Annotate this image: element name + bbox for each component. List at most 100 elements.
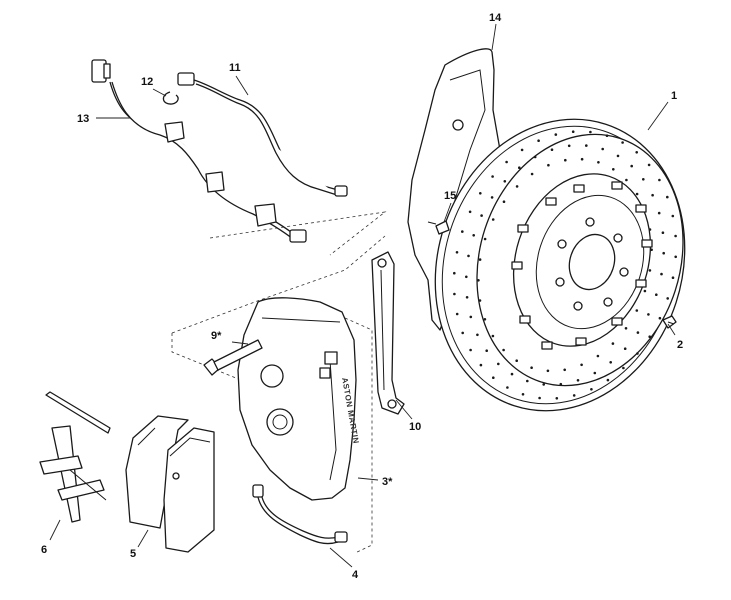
- disc-hole: [580, 157, 584, 161]
- disc-hole: [476, 333, 479, 337]
- disc-hole: [674, 234, 677, 238]
- disc-hole: [479, 192, 482, 195]
- disc-hole: [636, 352, 639, 355]
- disc-hole: [662, 251, 665, 255]
- disc-bobbins: [511, 181, 653, 350]
- disc-hole: [585, 144, 588, 147]
- disc-hat-holes: [555, 217, 629, 311]
- disc-hole: [609, 361, 612, 364]
- disc-hole: [635, 151, 638, 154]
- disc-hole: [485, 349, 489, 353]
- disc-hole: [601, 147, 604, 151]
- disc-hole: [564, 158, 567, 162]
- disc-hole: [559, 382, 563, 386]
- disc-hole: [643, 289, 647, 293]
- disc-hole: [666, 195, 669, 199]
- shield-bolt: [427, 220, 450, 235]
- link-rod: [371, 251, 405, 415]
- disc-hole: [520, 148, 524, 152]
- disc-hole: [490, 196, 494, 199]
- disc-hole: [461, 331, 465, 335]
- disc-hole: [477, 279, 480, 282]
- callout-13: 13: [77, 113, 89, 125]
- disc-hole: [492, 376, 495, 380]
- disc-hole: [453, 292, 456, 296]
- disc-hole: [465, 275, 468, 279]
- disc-hole: [502, 200, 506, 203]
- disc-hole: [518, 166, 521, 169]
- disc-hole: [479, 363, 483, 367]
- disc-hole: [648, 228, 652, 231]
- callout-2: 2: [677, 339, 683, 351]
- callout-3: 3*: [382, 476, 393, 488]
- disc-hole: [515, 185, 519, 188]
- disc-hole: [650, 248, 653, 251]
- disc-hole: [472, 234, 476, 237]
- disc-hole: [467, 254, 470, 258]
- disc-retaining-screw: [662, 315, 677, 329]
- callout-leaders: [49, 23, 676, 568]
- disc-hole: [580, 363, 583, 367]
- disc-hole: [571, 130, 575, 133]
- disc-hole: [453, 271, 456, 275]
- disc-hole: [576, 379, 580, 382]
- disc-hole: [468, 210, 472, 214]
- callout-12: 12: [141, 76, 153, 88]
- disc-hole: [555, 397, 559, 400]
- disc-hole: [635, 309, 639, 312]
- disc-hole: [478, 299, 482, 302]
- disc-hole: [515, 359, 518, 363]
- pad-retaining-spring: [39, 391, 111, 523]
- disc-hole: [596, 354, 600, 358]
- disc-hole: [491, 334, 495, 338]
- disc-hole: [465, 296, 469, 299]
- disc-hole: [554, 133, 558, 136]
- disc-hole: [526, 379, 529, 383]
- disc-hole: [657, 211, 661, 215]
- sensor-clip: [162, 91, 179, 105]
- disc-hole: [589, 130, 592, 134]
- disc-hole: [623, 347, 627, 351]
- disc-hole: [538, 396, 541, 400]
- disc-hole: [505, 160, 508, 164]
- disc-hole: [666, 297, 669, 300]
- callout-9: 9*: [211, 330, 222, 342]
- callout-10: 10: [409, 421, 421, 433]
- brake-caliper: ASTON MARTIN: [237, 297, 361, 501]
- disc-hole: [550, 148, 554, 151]
- disc-hole: [648, 269, 652, 272]
- disc-hole: [647, 163, 651, 167]
- brake-hose: [252, 484, 348, 545]
- disc-hole: [503, 180, 507, 183]
- disc-hole: [506, 386, 509, 389]
- disc-hole: [622, 366, 625, 370]
- disc-hole: [611, 342, 615, 345]
- callout-labels: 1 2 3* 4 5 6 9* 10 11 12 13 14 15: [41, 12, 683, 581]
- disc-hole: [542, 383, 545, 386]
- disc-hole: [674, 255, 677, 259]
- disc-hole: [612, 168, 615, 171]
- disc-hole: [597, 161, 600, 164]
- disc-hole: [605, 134, 609, 137]
- disc-hole: [671, 276, 675, 280]
- disc-hole: [537, 139, 540, 142]
- callout-15: 15: [444, 190, 456, 202]
- brake-disc: [434, 118, 686, 412]
- pad-wear-sensor: [177, 72, 348, 197]
- disc-hole: [658, 178, 661, 182]
- disc-hole: [491, 218, 495, 221]
- disc-hole: [624, 327, 628, 330]
- disc-hole: [642, 178, 645, 181]
- disc-cross-drilled-holes: [453, 130, 677, 400]
- caliper-bolt: [203, 339, 263, 376]
- abs-sensor-harness: [91, 59, 307, 243]
- disc-hole: [651, 193, 654, 197]
- brake-pads: [125, 415, 215, 553]
- disc-hole: [478, 258, 482, 261]
- callout-4: 4: [352, 569, 359, 581]
- disc-hole: [567, 144, 571, 148]
- disc-hole: [660, 272, 663, 276]
- disc-hole: [547, 163, 550, 167]
- disc-hole: [480, 214, 483, 217]
